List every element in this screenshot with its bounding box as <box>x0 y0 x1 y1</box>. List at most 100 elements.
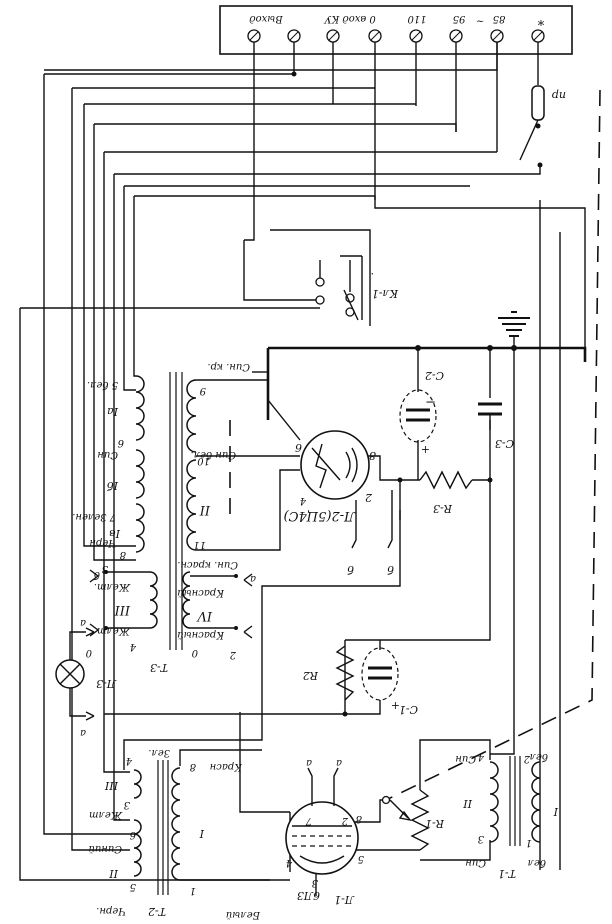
t2-zel: Зел. <box>148 747 170 758</box>
t2-krasn: Красн <box>210 761 243 772</box>
lamp-b: б <box>93 569 100 580</box>
fuse: пр <box>519 85 566 168</box>
t2-bely: Белый <box>226 909 261 920</box>
rectifier-tube-l2: Л-2(5Ц4С) 8 6 4 2 б б <box>248 371 394 576</box>
tube2-out-right: б <box>387 563 394 576</box>
t3-zhelt-top: Желт. <box>94 581 131 592</box>
t3-9: 9 <box>199 385 206 396</box>
t1-sin-top: Син <box>455 753 476 764</box>
potentiometer-r1: R-1 <box>381 789 445 851</box>
t3-sin: Син <box>97 449 118 460</box>
t3-zhelt-bottom: Желт <box>97 625 131 636</box>
t3-ia: Iа <box>107 405 119 418</box>
t2-1: 1 <box>190 885 196 896</box>
t1-I: I <box>553 805 559 818</box>
res3-label: R-3 <box>433 502 453 515</box>
t3-2: 2 <box>230 649 237 660</box>
t3-10: 10 <box>197 455 210 466</box>
terminal-label-vkhod: 0 вход КУ <box>323 13 375 24</box>
tube1-pin7: 7 <box>305 815 312 826</box>
t2-I: I <box>199 827 205 840</box>
capacitor-c2: С-2 − + <box>399 369 444 456</box>
dashed-links <box>229 89 601 801</box>
t2-6: 6 <box>129 829 136 840</box>
relay-kl1: Кл-1 · <box>315 255 399 321</box>
t1-label: Т-1 <box>498 867 516 880</box>
t3-4: 4 <box>130 641 137 652</box>
t3-krasny-bottom: Красный <box>177 629 225 640</box>
terminal-tilde: ~ <box>476 15 484 26</box>
tube1-pin2: 2 <box>342 815 349 826</box>
fuse-label: пр <box>552 89 566 102</box>
terminal-screws <box>247 29 545 43</box>
t2-cherp: Черн. <box>96 905 126 916</box>
tube1-type: 6Л3 <box>297 889 320 902</box>
resistor-r3: R-3 <box>419 470 473 515</box>
t1-II: II <box>463 797 473 810</box>
t3-7: 7 Зелен. <box>72 511 116 522</box>
lamp-label: Л-3 <box>96 677 117 690</box>
t2-III: III <box>104 779 119 792</box>
t2-label: Т-2 <box>148 905 166 918</box>
t2-sinii: Синий <box>88 843 122 854</box>
cap3-label: С-3 <box>495 437 514 450</box>
t2-5: 5 <box>130 881 136 892</box>
transformer-t1: Син 4 II 3 Син бел 2 I 1 бел Т-1 <box>455 751 559 880</box>
ground-symbol <box>498 311 530 348</box>
tube2-pin4: 4 <box>300 495 307 506</box>
t2-zhelt: Желт <box>89 809 123 820</box>
t3-IV: IV <box>196 608 213 623</box>
t1-sin-bottom: Син <box>465 857 486 868</box>
t2-8: 8 <box>190 761 196 772</box>
t3-11: 11 <box>193 539 206 550</box>
tube1-pin5: 5 <box>358 853 364 864</box>
t3-6: 6 <box>117 437 124 448</box>
terminal-label-95: 95 <box>453 13 466 24</box>
t3-sin-krasn: Син. красн. <box>177 559 238 570</box>
transformer-t3: 5 бел. Iа 6 Син Iб 7 Зелен. Iв Черн 8 9 … <box>72 361 300 674</box>
t3-iv: Iв <box>109 527 121 540</box>
t1-4: 4 <box>478 751 485 762</box>
t3-cherp: Черн <box>89 537 116 548</box>
tube1-pin3: 3 <box>312 877 318 888</box>
tube1-label: Л-1 <box>334 893 355 906</box>
t3-label: Т-3 <box>150 661 168 674</box>
tube1-pin8: 8 <box>356 813 362 824</box>
capacitor-c1: С-1 + <box>361 647 418 716</box>
tube2-pin6: 6 <box>295 441 302 454</box>
tube1-pin4: 4 <box>286 857 293 868</box>
t3-II: II <box>199 502 211 517</box>
res2-label: R2 <box>303 669 319 682</box>
t3-0-left: 0 <box>85 647 92 658</box>
lamp-a-top: а <box>80 617 86 628</box>
terminal-label-vykhod: Выход <box>249 13 284 24</box>
t1-bel-bottom: бел <box>528 857 546 868</box>
cap2-plus: + <box>421 443 430 456</box>
tube2-out-left: б <box>347 563 354 576</box>
t3-ib: Iб <box>107 479 119 492</box>
lamp-l3: Л-3 а а б <box>55 569 117 738</box>
lamp-a-bottom: а <box>80 727 86 738</box>
terminal-label-110: 110 <box>407 13 427 24</box>
t2-3: 3 <box>124 799 130 810</box>
t3-III: III <box>114 602 131 617</box>
t3-krasny-top: Красный <box>177 587 225 598</box>
terminal-label-85: 85 <box>493 13 506 24</box>
output-tube-l1: 7 2 8 5 4 3 6Л3 Л-1 а а <box>285 757 364 906</box>
terminal-strip: Выход 0 вход КУ 110 95 ~ 85 * <box>219 5 573 55</box>
t2-4: 4 <box>126 755 133 766</box>
t3-a: а <box>250 573 256 584</box>
tube2-label: Л-2(5Ц4С) <box>284 508 356 523</box>
t3-8: 8 <box>120 549 126 560</box>
cap2-minus: − <box>425 394 436 409</box>
tube1-a-right: а <box>336 757 342 768</box>
terminal-label-star: * <box>537 12 544 27</box>
transformer-t2: 4 III 3 Желт 6 Синий II 5 Черн. Зел. 8 К… <box>88 747 290 920</box>
t1-3: 3 <box>478 833 484 844</box>
t3-sin-kr: Син. кр. <box>207 361 250 372</box>
tube2-pin8: 8 <box>369 449 376 462</box>
t2-II: II <box>109 867 119 880</box>
cap2-label: С-2 <box>425 369 444 382</box>
t3-sin-bel: Син бел. <box>191 449 236 460</box>
